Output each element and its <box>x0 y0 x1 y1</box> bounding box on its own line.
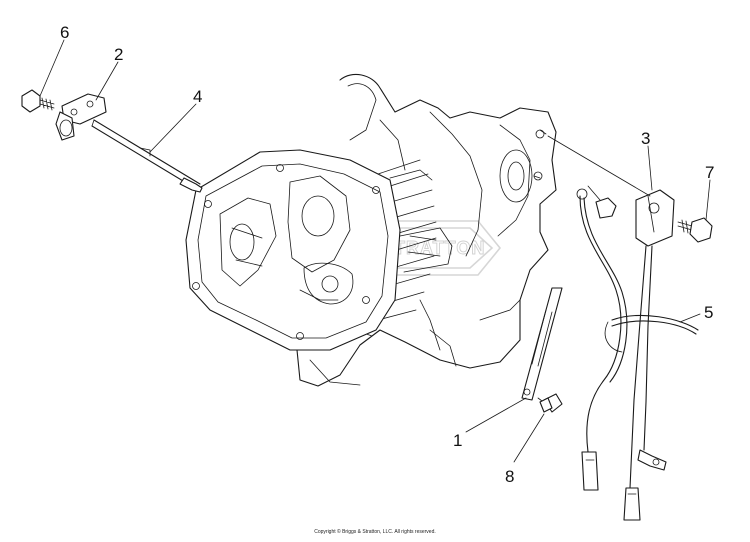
callout-8: 8 <box>505 467 514 486</box>
part-3-armature <box>623 189 675 521</box>
callout-numbers: 6 2 4 3 7 5 1 8 <box>60 23 714 486</box>
engine-block <box>295 73 557 387</box>
part-4-tube <box>91 119 203 193</box>
callout-3: 3 <box>641 129 650 148</box>
callout-6: 6 <box>60 23 69 42</box>
part-5-clip <box>604 314 699 353</box>
part-6-bolt <box>21 89 55 113</box>
callout-2: 2 <box>114 45 123 64</box>
copyright-notice: Copyright © Briggs & Stratton, LLC. All … <box>314 529 436 535</box>
callout-4: 4 <box>193 87 202 106</box>
part-2-flange <box>55 93 107 141</box>
part-1-strap <box>521 287 563 401</box>
cylinder-head <box>185 149 453 351</box>
callout-1: 1 <box>453 431 462 450</box>
part-7-bolt <box>677 217 713 243</box>
wire-harness <box>576 188 628 491</box>
callout-7: 7 <box>705 163 714 182</box>
leader-lines <box>39 39 711 463</box>
callout-5: 5 <box>704 303 713 322</box>
reference-lines <box>547 135 651 201</box>
part-8-bolt <box>537 393 563 413</box>
